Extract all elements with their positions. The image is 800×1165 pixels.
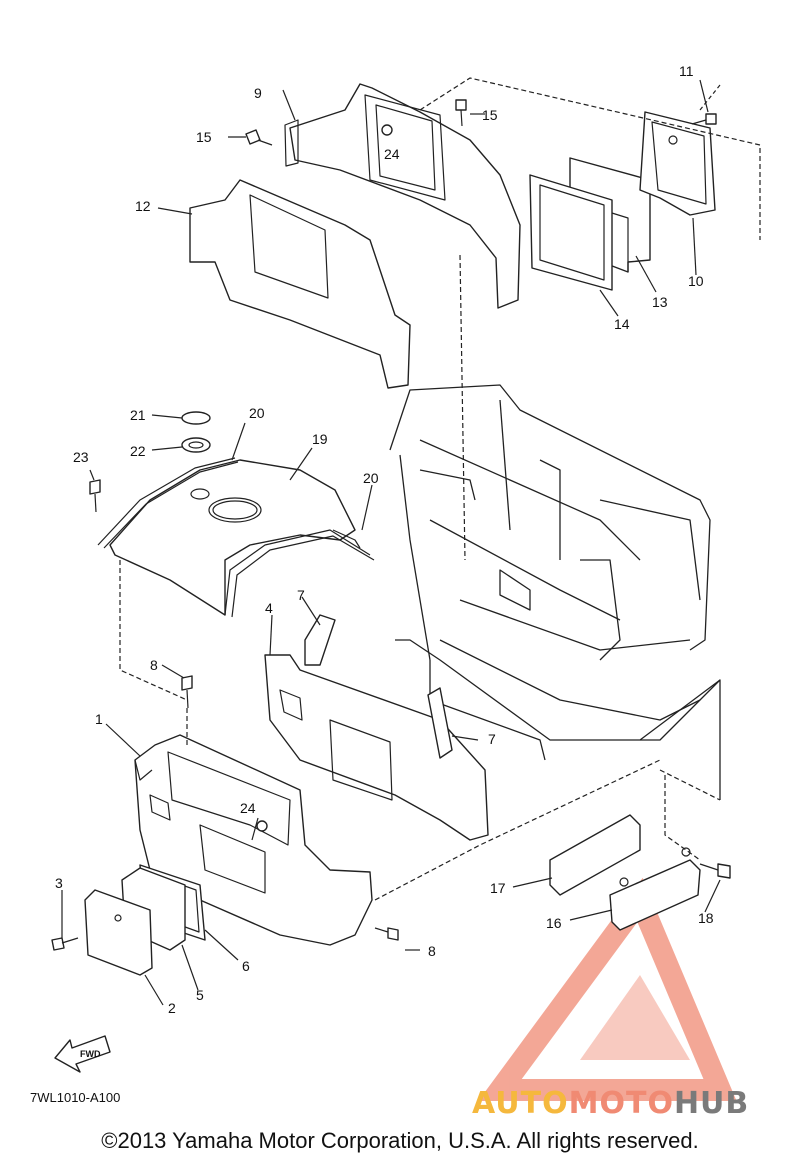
callout-18: 18 <box>698 910 714 926</box>
callout-10: 10 <box>688 273 704 289</box>
callout-21: 21 <box>130 407 146 423</box>
part-12-lining-panel <box>189 179 411 389</box>
watermark-part-hub: HUB <box>673 1086 750 1121</box>
callout-6: 6 <box>242 958 250 974</box>
callout-22: 22 <box>130 443 146 459</box>
callout-14: 14 <box>614 316 630 332</box>
bolt-18-icon <box>699 863 731 879</box>
part-7-block-lower <box>427 687 453 759</box>
watermark-brand: AUTOMOTOHUB <box>472 1086 749 1121</box>
callout-24-upper: 24 <box>384 146 400 162</box>
part-19-roof <box>109 459 356 616</box>
callout-15-left: 15 <box>196 129 212 145</box>
part-21-cap <box>181 411 211 425</box>
callout-15-right: 15 <box>482 107 498 123</box>
copyright-notice: ©2013 Yamaha Motor Corporation, U.S.A. A… <box>101 1128 699 1153</box>
bolt-15-right-icon <box>455 99 467 127</box>
part-10-cover-frame <box>639 111 716 216</box>
part-4-front-panel <box>264 654 489 841</box>
part-17-reflector <box>549 814 641 896</box>
callout-4: 4 <box>265 600 273 616</box>
callout-9: 9 <box>254 85 262 101</box>
callout-12: 12 <box>135 198 151 214</box>
callout-8-lower: 8 <box>428 943 436 959</box>
callout-11: 11 <box>679 63 694 79</box>
callout-5: 5 <box>196 987 204 1003</box>
bolt-8-lower-icon <box>374 927 399 941</box>
part-7-block-upper <box>304 614 336 666</box>
callout-23: 23 <box>73 449 89 465</box>
bolt-15-left-icon <box>245 129 273 146</box>
callout-7-lower: 7 <box>488 731 496 747</box>
part-16-bracket <box>609 847 701 931</box>
fwd-label: FWD <box>80 1049 101 1059</box>
callout-17: 17 <box>490 880 506 896</box>
part-2-cover <box>84 889 153 976</box>
callout-8-upper: 8 <box>150 657 158 673</box>
bolt-8-upper-icon <box>181 675 193 709</box>
callout-16: 16 <box>546 915 562 931</box>
screw-3-icon <box>51 937 79 951</box>
assembly-lines <box>61 77 761 1006</box>
watermark-part-auto: AUTO <box>472 1086 569 1121</box>
callout-19: 19 <box>312 431 328 447</box>
callout-20-upper: 20 <box>249 405 265 421</box>
part-14-seal-frame <box>529 174 613 291</box>
part-20-roof-rail <box>97 457 375 618</box>
part-9-rear-panel <box>284 83 521 309</box>
diagram-code: 7WL1010-A100 <box>30 1090 121 1105</box>
bolt-23-icon <box>89 479 101 513</box>
callout-3: 3 <box>55 875 63 891</box>
callout-20-lower: 20 <box>363 470 379 486</box>
fwd-arrow-icon: FWD <box>54 1035 111 1073</box>
callout-13: 13 <box>652 294 668 310</box>
watermark-logo-icon <box>478 877 737 1101</box>
part-22-grommet <box>181 437 211 453</box>
watermark-part-moto: MOTO <box>568 1086 674 1121</box>
nut-24-upper-icon <box>381 124 393 136</box>
nut-24-lower-icon <box>256 820 268 832</box>
screw-11-icon <box>691 113 717 125</box>
vehicle-frame <box>389 384 721 800</box>
callout-24-lower: 24 <box>240 800 256 816</box>
callout-1: 1 <box>95 711 103 727</box>
callout-7-upper: 7 <box>297 587 305 603</box>
callout-2: 2 <box>168 1000 176 1016</box>
